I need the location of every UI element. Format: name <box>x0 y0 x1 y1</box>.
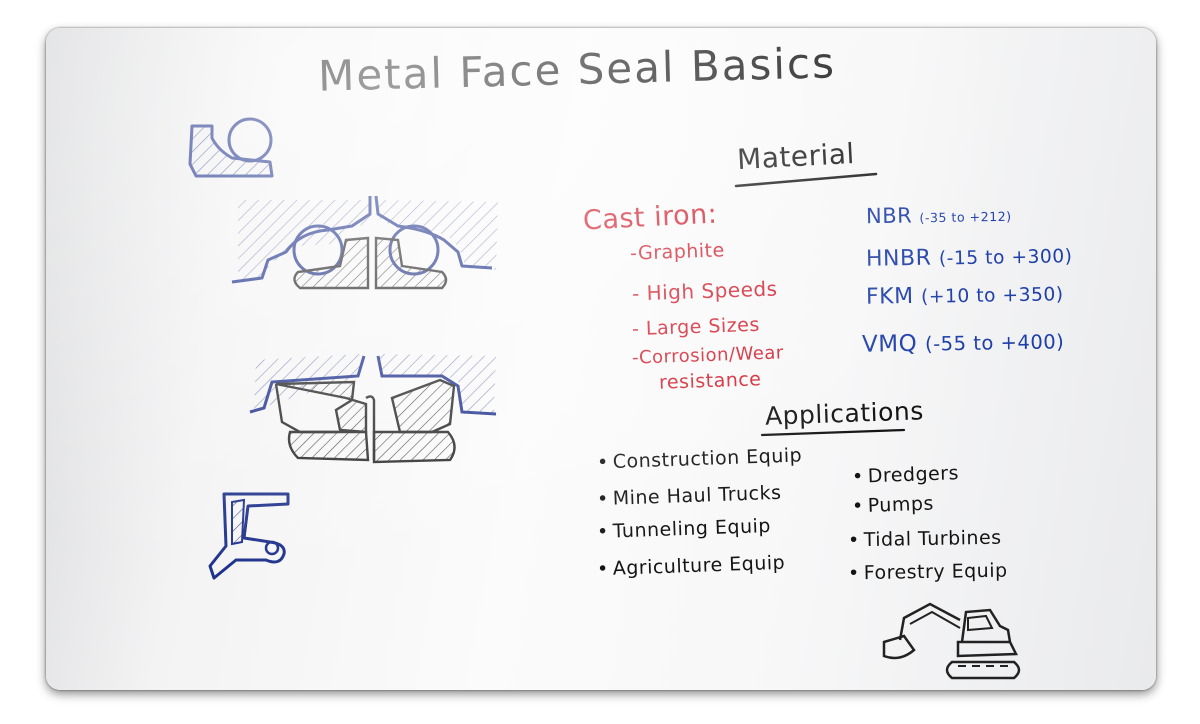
bullet: • <box>596 451 610 474</box>
cast-iron-point-high-speeds: - High Speeds <box>631 276 778 306</box>
board-text-layer: Metal Face Seal Basics Material Cast iro… <box>46 28 1156 690</box>
o-ring-seal-sketch-icon <box>188 117 274 178</box>
l-seal-sketch-icon <box>208 492 290 580</box>
application-label: Pumps <box>867 492 935 517</box>
cast-iron-point-resistance: resistance <box>658 368 762 394</box>
cast-iron-point-large-sizes: - Large Sizes <box>631 313 761 341</box>
application-label: Tunneling Equip <box>612 514 772 543</box>
bullet: • <box>851 465 865 488</box>
cast-iron-point-corrosion: -Corrosion/Wear <box>631 342 785 369</box>
elastomer-range: (-55 to +400) <box>924 330 1065 356</box>
excavator-sketch-icon <box>882 602 1021 680</box>
seal-assembly-sketch-icon <box>249 354 497 464</box>
elastomer-fkm: FKM (+10 to +350) <box>865 281 1064 310</box>
metal-face-seal-pair-sketch-icon <box>231 195 498 290</box>
application-label: Agriculture Equip <box>612 551 786 580</box>
application-label: Forestry Equip <box>863 559 1008 585</box>
bullet: • <box>847 562 860 585</box>
elastomer-range: (-35 to +212) <box>919 208 1012 226</box>
elastomer-vmq: VMQ (-55 to +400) <box>862 328 1065 358</box>
application-item: •Dredgers <box>852 462 960 488</box>
application-item: •Pumps <box>852 493 935 518</box>
whiteboard: Metal Face Seal Basics Material Cast iro… <box>46 28 1156 690</box>
sketches <box>188 117 1021 680</box>
application-item: •Mine Haul Trucks <box>597 482 782 510</box>
application-item: •Tunneling Equip <box>597 515 772 543</box>
material-heading: Material <box>736 136 856 177</box>
cast-iron-label: Cast iron: <box>582 198 719 237</box>
application-item: •Tidal Turbines <box>848 527 1002 552</box>
bullet: • <box>847 529 860 552</box>
applications-heading: Applications <box>764 396 925 431</box>
elastomer-range: (+10 to +350) <box>920 284 1064 308</box>
application-label: Tidal Turbines <box>863 526 1002 552</box>
application-label: Construction Equip <box>612 444 803 474</box>
applications-underline <box>760 428 906 437</box>
application-item: •Agriculture Equip <box>597 552 786 581</box>
application-item: •Forestry Equip <box>848 560 1008 585</box>
page-title: Metal Face Seal Basics <box>317 38 837 101</box>
bullet: • <box>596 487 610 511</box>
bullet: • <box>596 557 610 581</box>
elastomer-range: (-15 to +300) <box>938 246 1073 270</box>
bullet: • <box>596 520 610 544</box>
material-underline <box>734 172 878 188</box>
elastomer-name: HNBR <box>865 245 932 272</box>
cast-iron-point-graphite: -Graphite <box>629 239 726 265</box>
elastomer-name: VMQ <box>861 330 918 358</box>
elastomer-nbr: NBR (-35 to +212) <box>865 202 1012 229</box>
application-item: •Construction Equip <box>597 444 803 473</box>
bullet: • <box>851 495 865 518</box>
elastomer-name: NBR <box>865 203 913 229</box>
elastomer-hnbr: HNBR (-15 to +300) <box>866 243 1073 272</box>
application-label: Dredgers <box>867 462 960 488</box>
application-label: Mine Haul Trucks <box>612 481 782 510</box>
elastomer-name: FKM <box>865 283 914 310</box>
